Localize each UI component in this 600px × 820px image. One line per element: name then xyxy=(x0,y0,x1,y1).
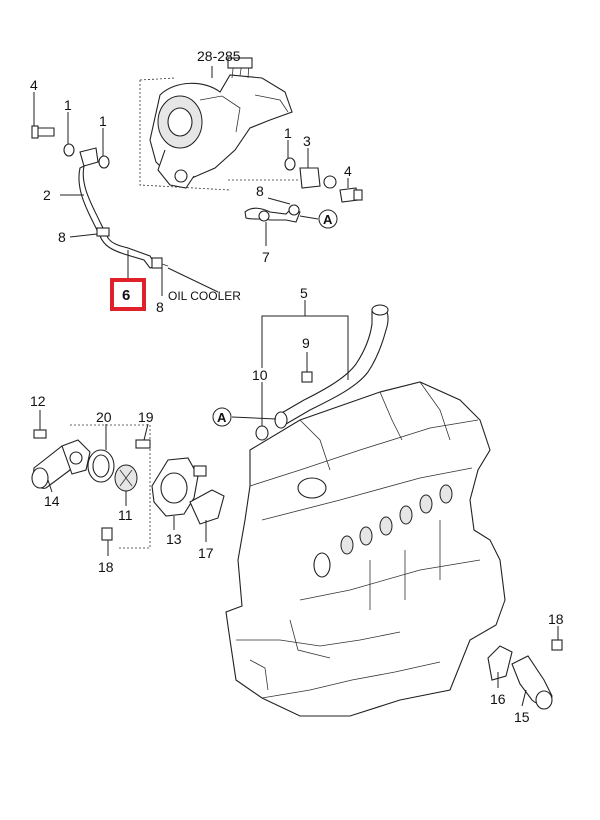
callout-label[interactable]: 7 xyxy=(262,249,270,265)
callout-label[interactable]: 3 xyxy=(303,133,311,149)
callout-label[interactable]: 18 xyxy=(98,559,114,575)
callout-label[interactable]: 1 xyxy=(99,113,107,129)
leader-lines xyxy=(33,66,559,707)
oil-return-fittings xyxy=(244,157,363,223)
callout-label[interactable]: 18 xyxy=(548,611,564,627)
callout-label[interactable]: 19 xyxy=(138,409,154,425)
callout-label[interactable]: 9 xyxy=(302,335,310,351)
callout-label[interactable]: 17 xyxy=(198,545,214,561)
turbocharger-drawing xyxy=(149,57,293,189)
callout-label[interactable]: 13 xyxy=(166,531,182,547)
callout-label[interactable]: 8 xyxy=(256,183,264,199)
reference-mark-a-lower: A xyxy=(212,407,232,427)
callout-label[interactable]: 1 xyxy=(64,97,72,113)
reference-letter: A xyxy=(323,212,333,227)
callout-label[interactable]: 20 xyxy=(96,409,112,425)
thermostat-housing-group xyxy=(31,429,225,541)
callout-label[interactable]: 1 xyxy=(284,125,292,141)
reference-letter: A xyxy=(217,410,227,425)
callout-label[interactable]: 10 xyxy=(252,367,268,383)
engine-block-drawing xyxy=(225,381,506,717)
callout-label[interactable]: 12 xyxy=(30,393,46,409)
water-outlet-group xyxy=(487,639,563,710)
highlight-box-part-6[interactable] xyxy=(110,278,146,311)
callout-label[interactable]: 2 xyxy=(43,187,51,203)
callout-label[interactable]: 8 xyxy=(156,299,164,315)
oil-cooler-label: OIL COOLER xyxy=(168,289,241,303)
callout-label[interactable]: 28-285 xyxy=(197,48,241,64)
callout-label[interactable]: 11 xyxy=(118,507,133,523)
oil-feed-pipe-part-2 xyxy=(31,125,169,269)
highlighted-part-number[interactable]: 6 xyxy=(122,287,130,304)
callout-label[interactable]: 4 xyxy=(344,163,352,179)
reference-mark-a-upper: A xyxy=(318,209,338,229)
callout-label[interactable]: 15 xyxy=(514,709,530,725)
callout-label[interactable]: 4 xyxy=(30,77,38,93)
callout-label[interactable]: 8 xyxy=(58,229,66,245)
callout-label[interactable]: 14 xyxy=(44,493,60,509)
water-pipe-part-5 xyxy=(255,304,389,441)
callout-label[interactable]: 5 xyxy=(300,285,308,301)
callout-label[interactable]: 16 xyxy=(490,691,506,707)
callout-numbers: 28-285 4 1 1 2 8 8 1 3 4 8 7 5 9 10 12 2… xyxy=(30,48,564,725)
